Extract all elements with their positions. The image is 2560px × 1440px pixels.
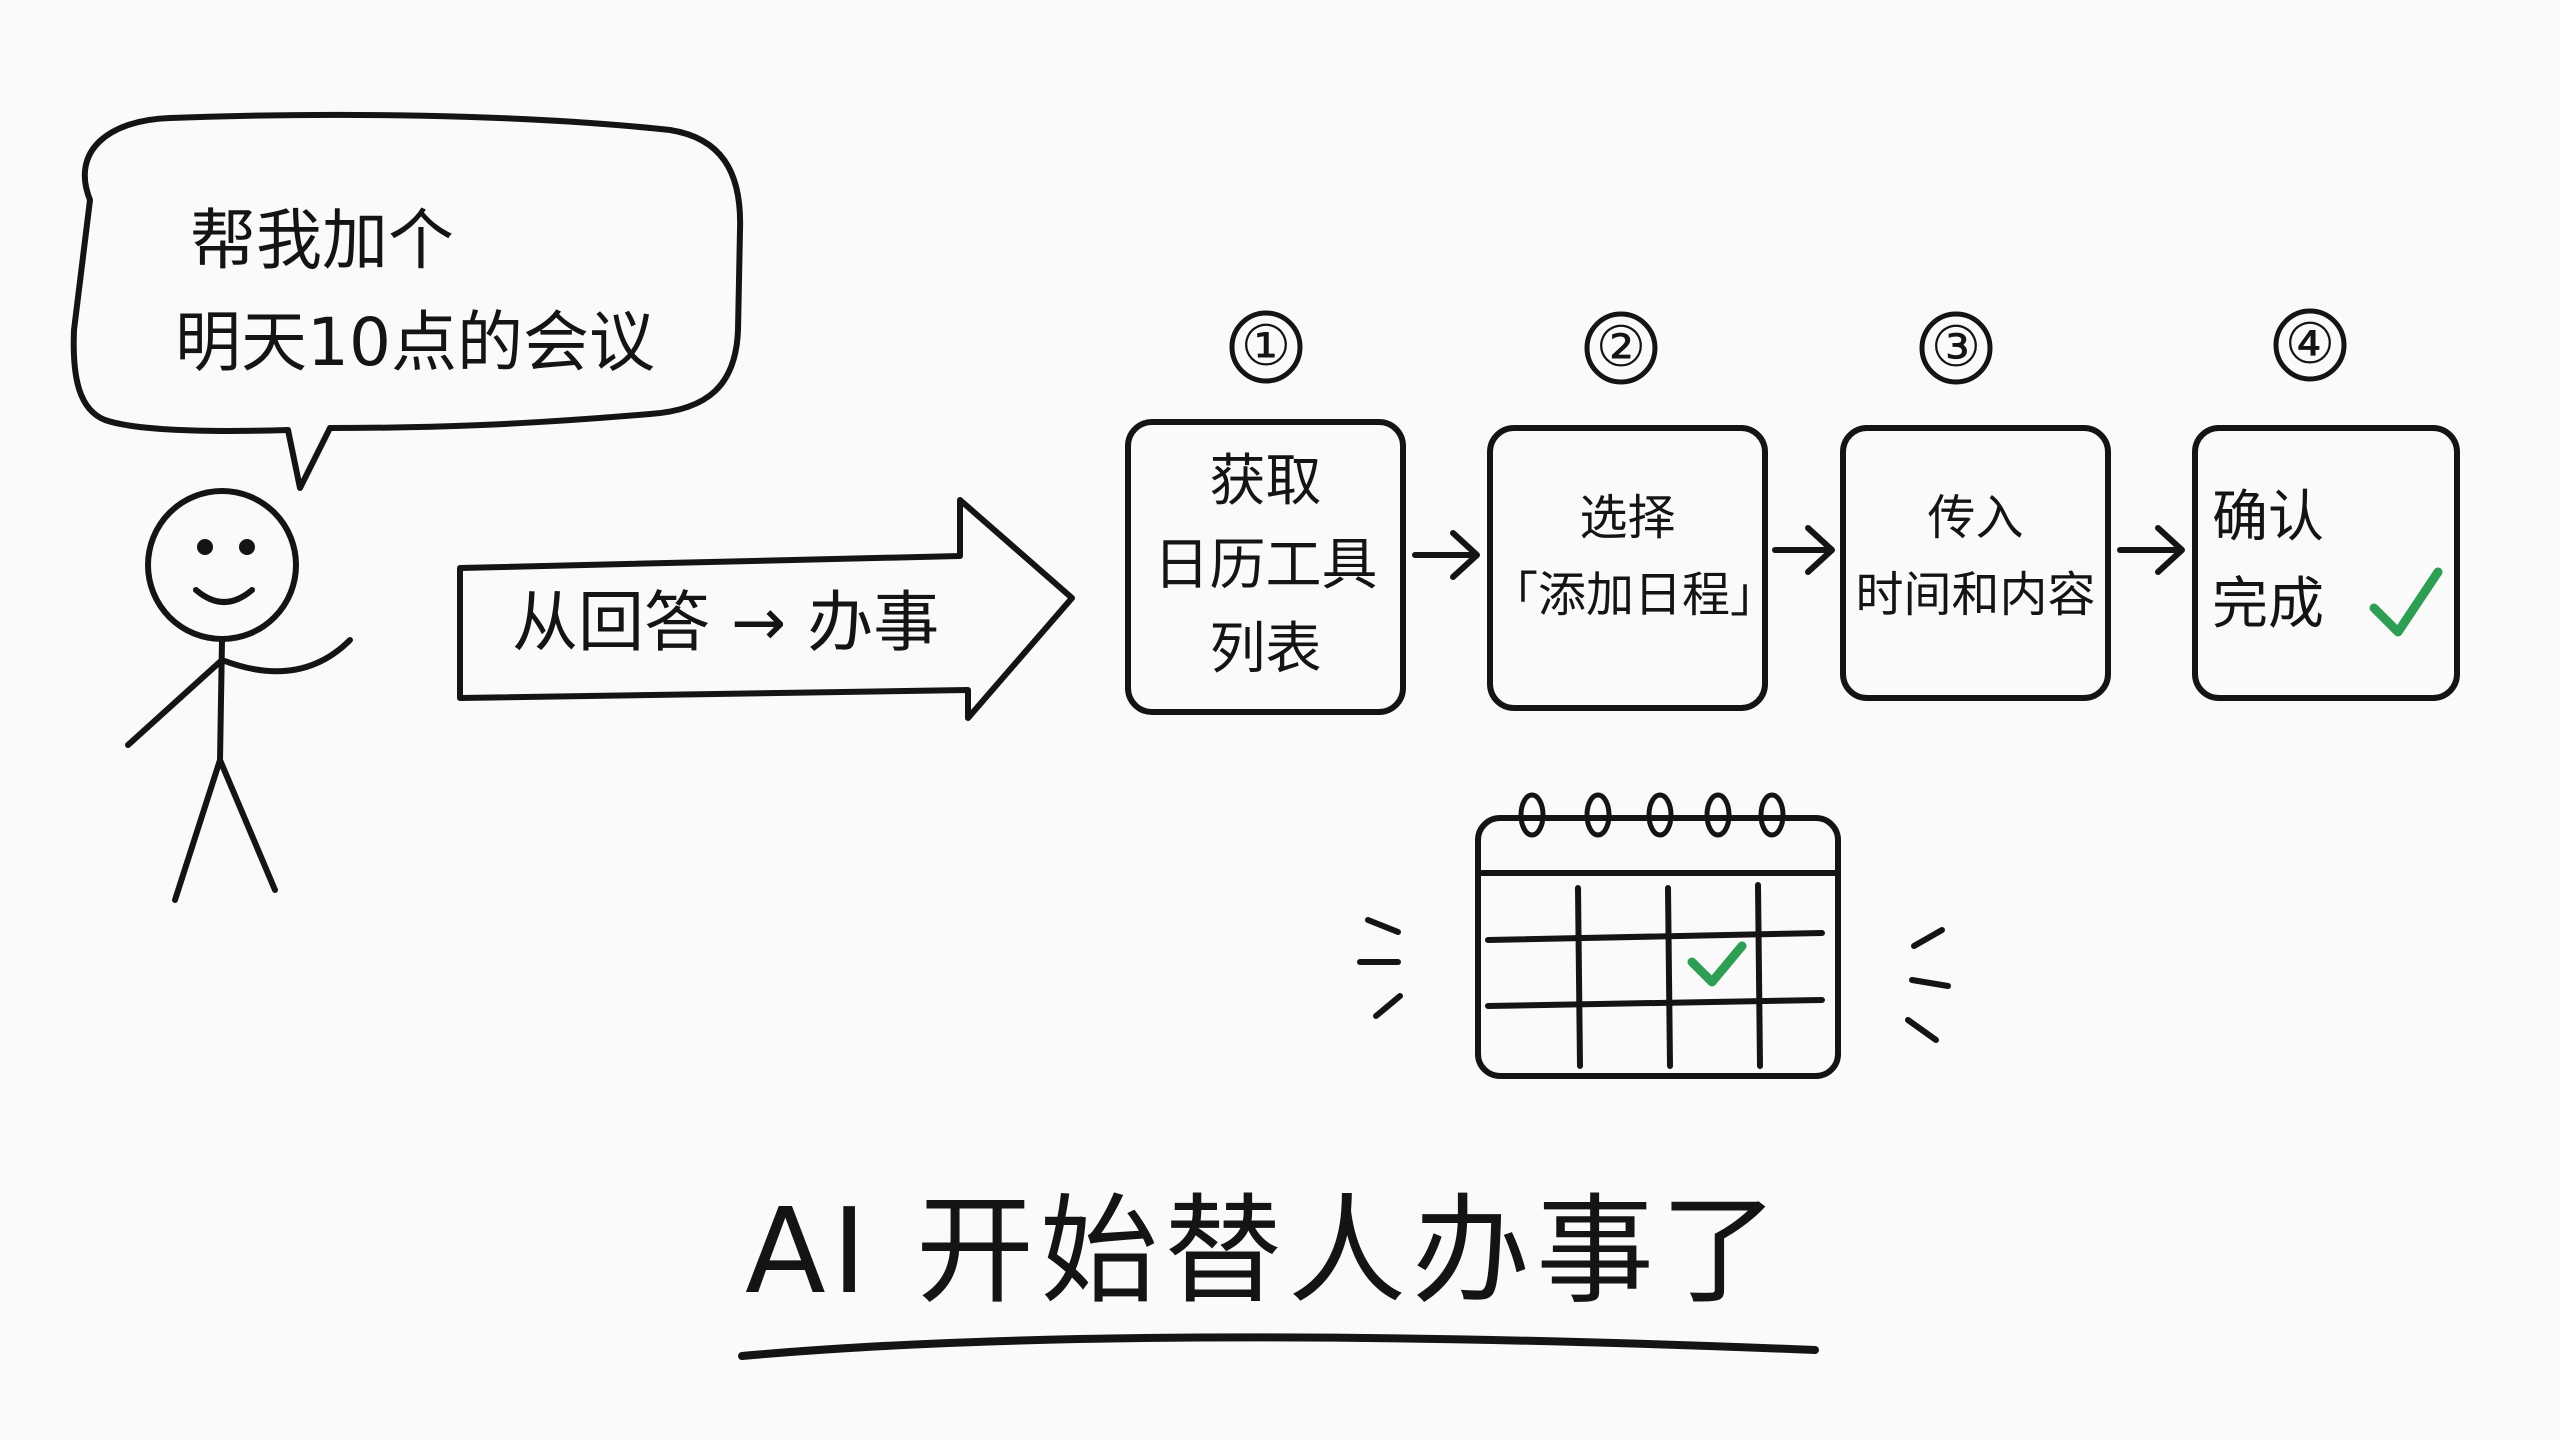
step-2-text: 选择 「添加日程」	[1490, 490, 1779, 623]
calendar-check-icon	[1687, 941, 1747, 987]
stick-figure-right-eye	[239, 539, 255, 555]
calendar-ring	[1758, 792, 1786, 838]
calendar-column-line	[1575, 885, 1583, 1069]
stick-figure	[125, 488, 353, 903]
calendar-left-sparkle-lines	[1357, 917, 1403, 1019]
big-arrow-mid-arrow-icon: →	[710, 584, 808, 661]
step-arrow-3-4	[2117, 525, 2185, 575]
stick-figure-left-eye	[197, 539, 213, 555]
step-3-number-circle	[1919, 311, 1993, 385]
step-4-check-icon	[2369, 567, 2443, 637]
title-underline	[738, 1333, 1819, 1360]
calendar-ring	[1704, 792, 1732, 838]
stick-figure-smile	[193, 587, 255, 605]
step-3-text: 传入 时间和内容	[1855, 490, 2096, 623]
speech-bubble-line-1: 帮我加个	[190, 202, 454, 279]
calendar-row-line	[1485, 930, 1825, 943]
stick-figure-right-arm	[219, 637, 353, 675]
stick-figure-head	[145, 488, 299, 642]
calendar-right-sparkle-lines	[1905, 927, 1951, 1043]
step-arrow-2-3	[1772, 525, 1835, 575]
step-2-number: ②	[1595, 315, 1647, 380]
stick-figure-left-leg	[172, 757, 223, 903]
speech-bubble-line-2: 明天10点的会议	[175, 304, 655, 381]
step-1-number-circle	[1229, 310, 1303, 384]
step-4-number: ④	[2284, 312, 2336, 377]
step-4-number-circle	[2273, 308, 2347, 382]
stick-figure-right-leg	[217, 757, 278, 893]
step-1-number: ①	[1240, 314, 1292, 379]
calendar-ring	[1518, 792, 1546, 838]
big-arrow-label: 从回答 → 办事	[512, 590, 939, 656]
step-1-text: 获取 日历工具 列表	[1153, 449, 1378, 682]
step-arrow-1-2	[1412, 530, 1480, 580]
calendar-ring	[1646, 792, 1674, 838]
step-3-number: ③	[1930, 315, 1982, 380]
step-2-box	[1487, 425, 1768, 711]
speech-bubble	[70, 111, 744, 491]
big-arrow-to-text: 办事	[807, 584, 940, 661]
calendar-icon	[1475, 792, 1841, 1079]
step-3-box	[1840, 425, 2111, 701]
step-2-number-circle	[1584, 311, 1658, 385]
calendar-column-line	[1665, 885, 1673, 1069]
calendar-row-line	[1485, 997, 1825, 1009]
calendar-frame	[1475, 815, 1841, 1079]
step-1-box	[1125, 419, 1406, 715]
stick-figure-left-arm	[125, 657, 225, 748]
step-4-text: 确认 完成	[2212, 485, 2324, 637]
page-title: AI 开始替人办事了	[745, 1182, 1785, 1320]
big-arrow-shape	[457, 497, 1075, 721]
big-arrow-from-text: 从回答	[512, 584, 710, 661]
calendar-ring	[1584, 792, 1612, 838]
calendar-column-line	[1755, 882, 1763, 1069]
step-4-box	[2192, 425, 2460, 701]
